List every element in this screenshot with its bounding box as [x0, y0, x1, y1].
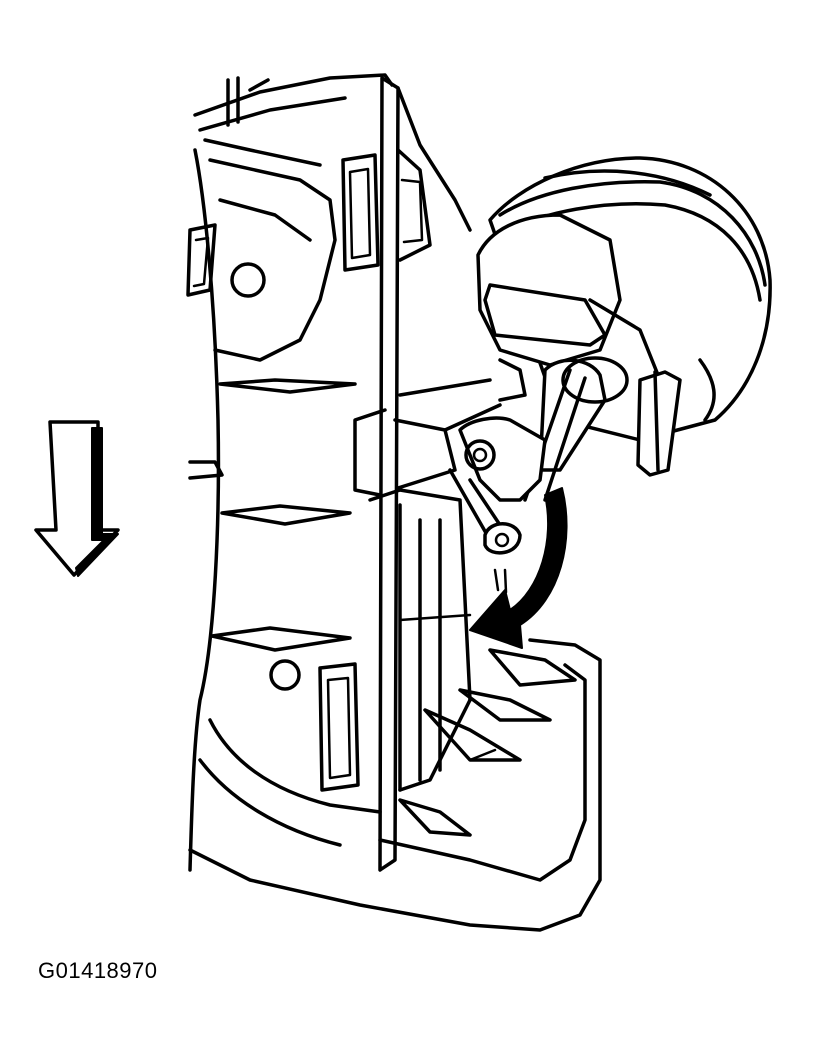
- figure-id-label: G01418970: [38, 958, 158, 983]
- curved-arrow-icon: [469, 487, 568, 649]
- linkage-arm: [443, 356, 629, 594]
- housing-case: [186, 73, 602, 932]
- down-arrow-icon: [34, 420, 120, 577]
- baffle-teeth: [398, 648, 577, 837]
- door-plate: [353, 76, 492, 872]
